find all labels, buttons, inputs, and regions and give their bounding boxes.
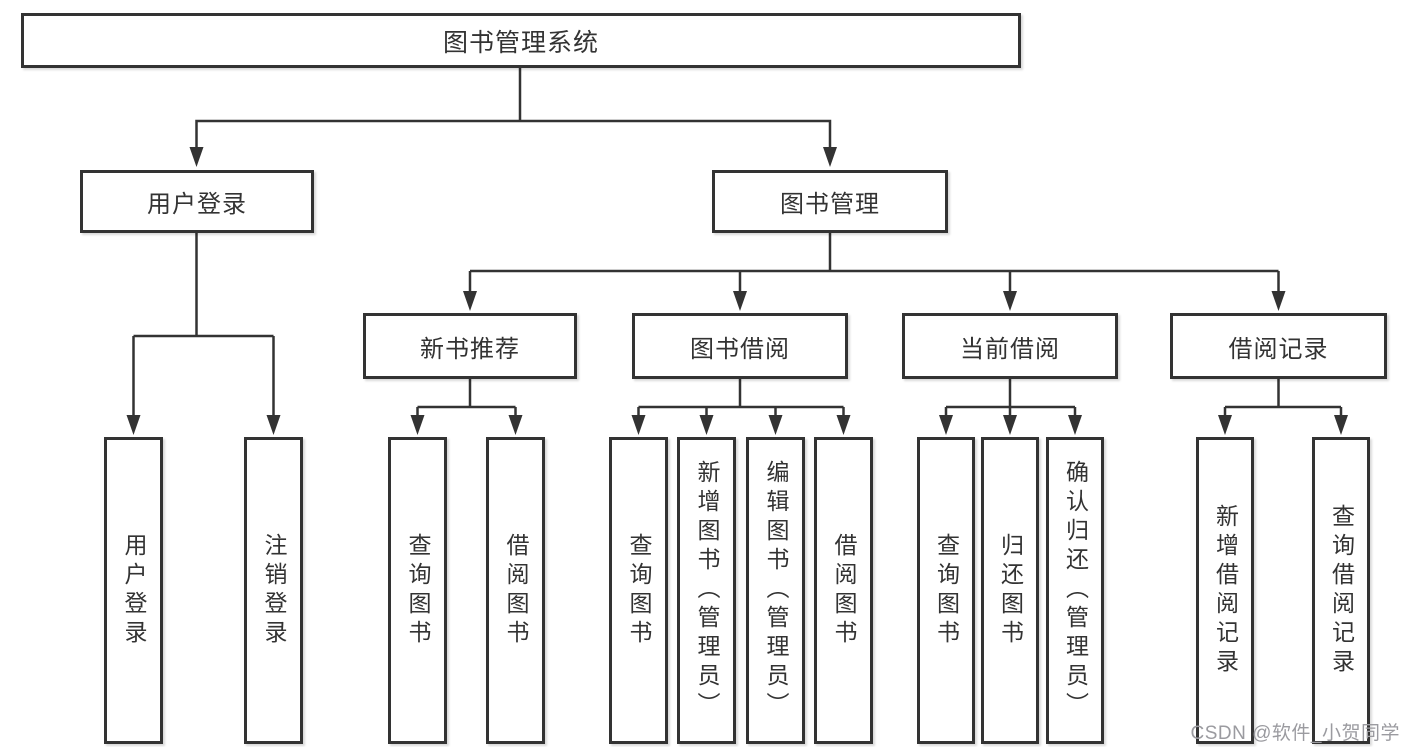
- leaf-logout: 注销登录: [244, 437, 303, 744]
- node-library-system-label: 图书管理系统: [442, 28, 599, 57]
- leaf-add-borrow-record-label: 新增借阅记录: [1212, 503, 1239, 678]
- node-new-book-recommend: 新书推荐: [363, 313, 577, 379]
- leaf-query-books-borrowing: 查询图书: [609, 437, 668, 744]
- node-book-borrowing: 图书借阅: [632, 313, 848, 379]
- node-current-borrowing-label: 当前借阅: [960, 335, 1060, 363]
- watermark: CSDN @软件_小贺同学: [1190, 723, 1400, 744]
- node-book-management-label: 图书管理: [780, 191, 880, 218]
- leaf-logout-label: 注销登录: [261, 532, 287, 649]
- leaf-edit-book-admin-label: 编辑图书（管理员）: [763, 460, 789, 721]
- leaf-query-books-recommend-label: 查询图书: [405, 532, 431, 649]
- leaf-query-borrow-record: 查询借阅记录: [1312, 437, 1370, 744]
- node-current-borrowing: 当前借阅: [902, 313, 1118, 379]
- leaf-add-borrow-record: 新增借阅记录: [1196, 437, 1254, 744]
- leaf-borrow-books-borrowing-label: 借阅图书: [831, 532, 857, 649]
- leaf-query-books-current: 查询图书: [917, 437, 975, 744]
- leaf-user-login: 用户登录: [104, 437, 163, 744]
- leaf-user-login-label: 用户登录: [121, 532, 147, 649]
- node-user-login: 用户登录: [80, 170, 314, 233]
- node-borrowing-records: 借阅记录: [1170, 313, 1387, 379]
- leaf-borrow-books-recommend: 借阅图书: [486, 437, 545, 744]
- node-book-management: 图书管理: [712, 170, 948, 233]
- leaf-add-book-admin: 新增图书（管理员）: [677, 437, 736, 744]
- arrowheads: [126, 147, 1348, 435]
- connector-strokes: [132, 68, 1343, 415]
- leaf-query-books-recommend: 查询图书: [388, 437, 447, 744]
- leaf-query-books-current-label: 查询图书: [933, 532, 960, 649]
- node-book-borrowing-label: 图书借阅: [690, 335, 790, 363]
- leaf-confirm-return-admin: 确认归还（管理员）: [1046, 437, 1104, 744]
- leaf-return-book: 归还图书: [981, 437, 1039, 744]
- node-new-book-recommend-label: 新书推荐: [420, 335, 520, 363]
- node-user-login-label: 用户登录: [147, 191, 247, 218]
- leaf-query-books-borrowing-label: 查询图书: [626, 532, 652, 649]
- leaf-borrow-books-recommend-label: 借阅图书: [503, 532, 529, 649]
- leaf-confirm-return-admin-label: 确认归还（管理员）: [1062, 460, 1089, 721]
- node-borrowing-records-label: 借阅记录: [1228, 335, 1329, 363]
- leaf-add-book-admin-label: 新增图书（管理员）: [694, 460, 720, 721]
- leaf-borrow-books-borrowing: 借阅图书: [814, 437, 873, 744]
- leaf-query-borrow-record-label: 查询借阅记录: [1328, 503, 1355, 678]
- leaf-return-book-label: 归还图书: [997, 532, 1024, 649]
- leaf-edit-book-admin: 编辑图书（管理员）: [746, 437, 805, 744]
- node-library-system: 图书管理系统: [21, 13, 1021, 68]
